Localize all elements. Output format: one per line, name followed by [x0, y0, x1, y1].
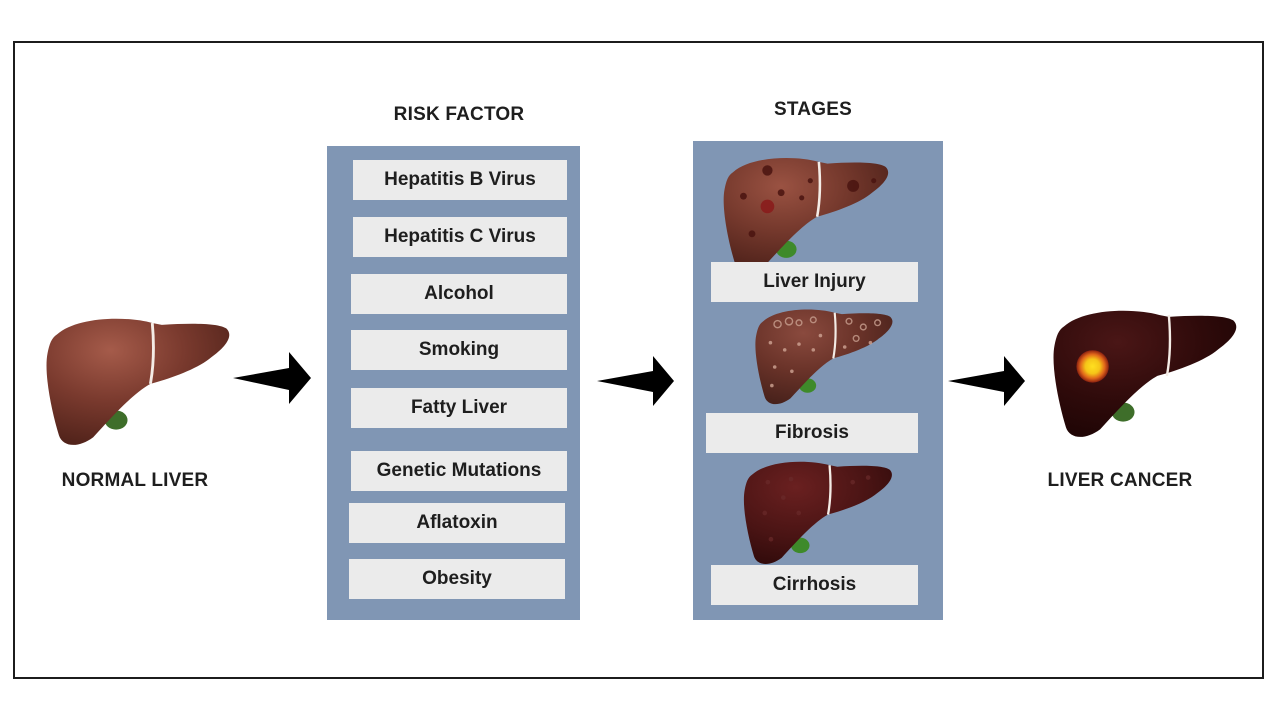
normal-liver-label: NORMAL LIVER	[61, 470, 209, 491]
risk-factor-panel: Hepatitis B Virus Hepatitis C Virus Alco…	[327, 146, 580, 620]
risk-factor-item: Aflatoxin	[349, 503, 565, 543]
risk-factor-item: Smoking	[351, 330, 567, 370]
liver-cancer-label: LIVER CANCER	[1047, 470, 1193, 491]
arrow-right-icon	[233, 352, 311, 404]
risk-factor-item: Obesity	[349, 559, 565, 599]
liver-cancer-icon	[1053, 310, 1237, 437]
liver-injury-icon	[723, 158, 889, 272]
risk-factor-item: Hepatitis B Virus	[353, 160, 567, 200]
stages-title: STAGES	[774, 99, 852, 120]
normal-liver-icon	[46, 318, 230, 445]
stage-liver-injury: Liver Injury	[711, 262, 918, 302]
arrow-right-icon	[948, 356, 1025, 406]
liver-cirrhosis-icon	[743, 461, 892, 564]
diagram-frame	[13, 41, 1264, 679]
arrow-right-icon	[597, 356, 674, 406]
risk-factor-item: Alcohol	[351, 274, 567, 314]
risk-factor-title: RISK FACTOR	[393, 104, 525, 125]
risk-factor-item: Genetic Mutations	[351, 451, 567, 491]
stage-cirrhosis: Cirrhosis	[711, 565, 918, 605]
stage-fibrosis: Fibrosis	[706, 413, 918, 453]
stages-panel: Liver Injury Fibrosis Cirrhosis	[693, 141, 943, 620]
liver-fibrosis-icon	[755, 309, 893, 405]
risk-factor-item: Fatty Liver	[351, 388, 567, 428]
risk-factor-item: Hepatitis C Virus	[353, 217, 567, 257]
